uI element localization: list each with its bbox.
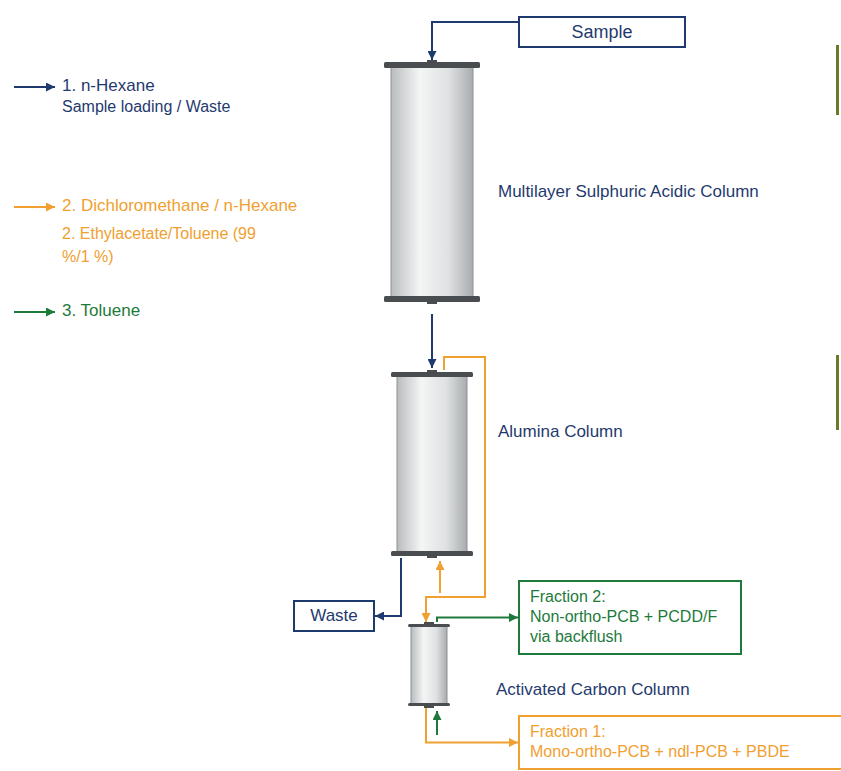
box-label: Waste	[310, 606, 358, 626]
column-nub	[427, 370, 437, 373]
flow-connector	[432, 22, 518, 60]
legend-text: 1. n-Hexane	[62, 76, 155, 96]
flow-connector	[375, 558, 401, 616]
column-shape	[384, 60, 480, 304]
flow-connector	[426, 708, 518, 743]
column-nub	[427, 555, 437, 558]
flow-connector	[437, 618, 518, 623]
column-body	[391, 67, 473, 297]
legend-note: 2. Ethylacetate/Toluene (99 %/1 %)	[62, 222, 257, 268]
box-label: Sample	[571, 22, 632, 43]
fraction-box: Fraction 2:Non-ortho-PCB + PCDD/F via ba…	[518, 580, 742, 655]
column-shape	[391, 370, 473, 558]
carbon-column: Activated Carbon Column	[408, 622, 450, 708]
fraction-heading: Fraction 1:	[530, 722, 836, 742]
fraction-contents: Mono-ortho-PCB + ndl-PCB + PBDE	[530, 742, 836, 762]
column-label: Activated Carbon Column	[496, 680, 690, 700]
column-nub	[427, 301, 437, 304]
alumina-column: Alumina Column	[391, 370, 473, 558]
column-label: Multilayer Sulphuric Acidic Column	[498, 182, 759, 202]
legend-arrows	[14, 87, 55, 312]
waste-box: Waste	[293, 600, 375, 632]
column-shape	[408, 622, 450, 708]
edge-marks	[836, 45, 839, 430]
fraction-contents: Non-ortho-PCB + PCDD/F via backflush	[530, 607, 730, 647]
fraction-box: Fraction 1:Mono-ortho-PCB + ndl-PCB + PB…	[518, 715, 841, 770]
column-nub	[424, 622, 434, 625]
legend-text: 3. Toluene	[62, 301, 140, 321]
column-body	[411, 626, 447, 704]
acid-column: Multilayer Sulphuric Acidic Column	[384, 60, 480, 304]
column-nub	[427, 60, 437, 63]
legend-text: 2. Dichloromethane / n-Hexane	[62, 196, 297, 216]
column-body	[397, 376, 467, 552]
column-label: Alumina Column	[498, 422, 623, 442]
fraction-heading: Fraction 2:	[530, 587, 730, 607]
sample-box: Sample	[518, 16, 686, 48]
legend-note: Sample loading / Waste	[62, 95, 230, 118]
flow-connector	[431, 314, 433, 368]
column-nub	[424, 705, 434, 708]
